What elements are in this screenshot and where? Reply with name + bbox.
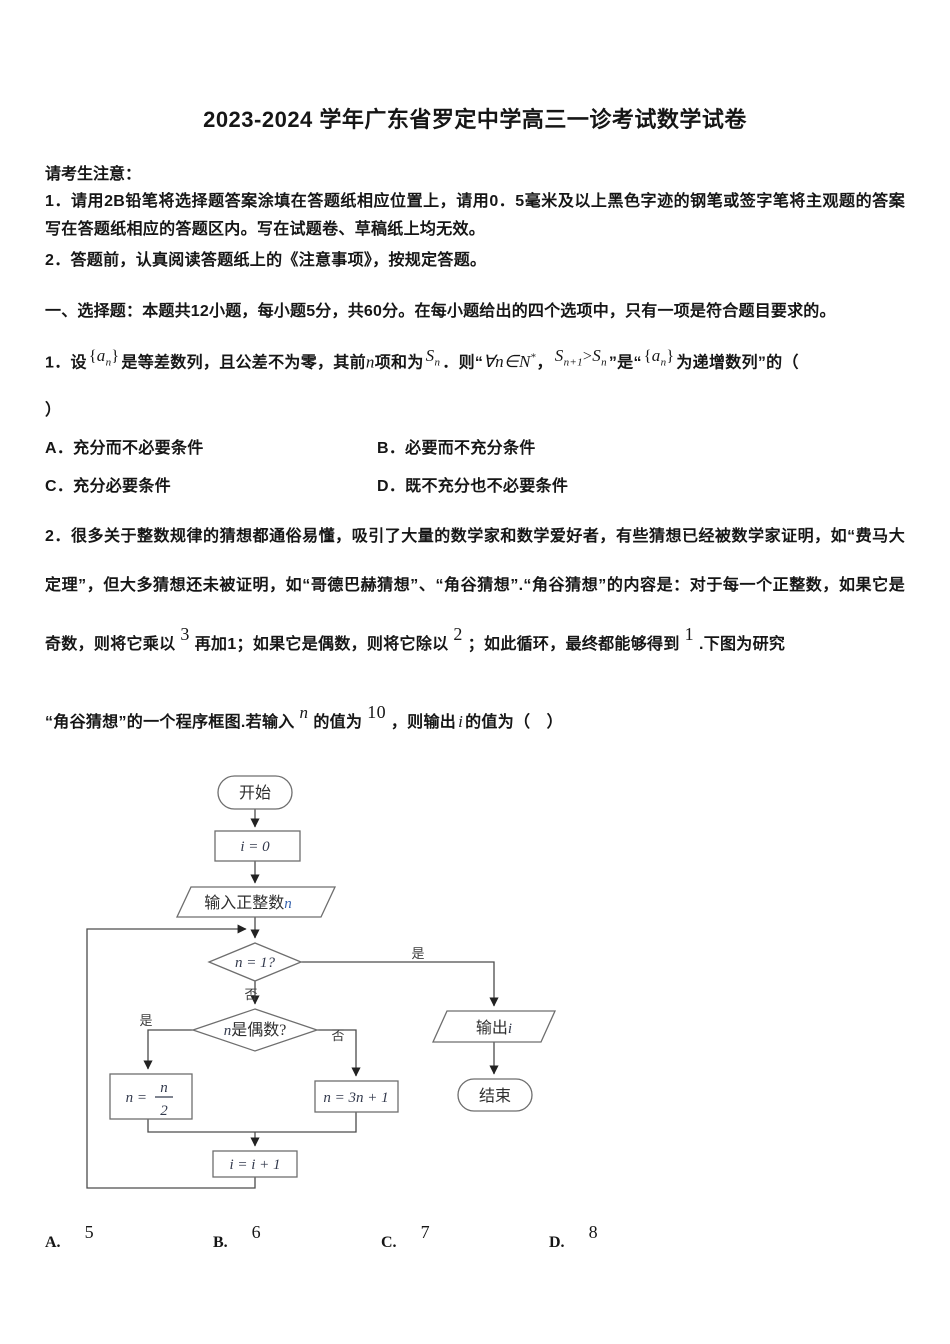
option-label: D. xyxy=(549,1233,565,1251)
q2-seg: 再加1；如果它是偶数，则将它除以 xyxy=(194,635,449,653)
flow-cond1-node xyxy=(207,941,303,982)
q2-option-b: B. 6 xyxy=(213,1222,381,1252)
math-sup-1: 1 xyxy=(684,623,694,644)
q1-options: A．充分而不必要条件 B．必要而不充分条件 C．充分必要条件 D．既不充分也不必… xyxy=(45,434,905,496)
flow-increment-label: i = i + 1 xyxy=(229,1157,280,1173)
q2-seg: “角谷猜想”的一个程序框图.若输入 xyxy=(45,713,295,731)
edge-cond2-no xyxy=(317,1028,361,1077)
flow-half-lhs: n = xyxy=(126,1090,147,1106)
q1-close-paren: ） xyxy=(45,401,62,419)
math-var-i: i xyxy=(458,711,464,731)
q1-seg: ， xyxy=(536,354,553,372)
flow-input-label: 输入正整数n xyxy=(204,894,292,912)
q1-option-d: D．既不充分也不必要条件 xyxy=(377,472,905,496)
flow-end-label: 结束 xyxy=(479,1087,511,1105)
q2-option-d: D. 8 xyxy=(549,1222,717,1252)
flow-cond1-no-label: 否 xyxy=(244,987,257,1002)
q1-option-c: C．充分必要条件 xyxy=(45,472,377,496)
flow-cond2-node xyxy=(190,1007,320,1052)
page-title: 2023-2024 学年广东省罗定中学高三一诊考试数学试卷 xyxy=(203,107,747,132)
q2-options: A. 5 B. 6 C. 7 D. 8 xyxy=(45,1222,905,1252)
flow-triple-node xyxy=(314,1079,399,1113)
exam-page: 2023-2024 学年广东省罗定中学高三一诊考试数学试卷 请考生注意： 1．请… xyxy=(45,107,905,1252)
notice-heading: 请考生注意： xyxy=(45,166,142,183)
flow-start-node xyxy=(217,774,293,810)
q1-seg: ”是“ xyxy=(608,354,642,372)
edge-merge xyxy=(147,1111,357,1133)
math-sup-3: 3 xyxy=(180,623,190,644)
flow-end-node xyxy=(457,1077,533,1112)
q2-seg: .下图为研究 xyxy=(698,635,786,653)
notice-item-1: 1．请用2B铅笔将选择题答案涂填在答题纸相应位置上，请用0．5毫米及以上黑色字迹… xyxy=(45,193,905,238)
q2-seg: ，则输出 xyxy=(390,713,457,731)
option-label: B． xyxy=(377,439,406,457)
math-forall: ∀n∈N* xyxy=(483,351,537,372)
q2-seg: 的值为 xyxy=(313,713,363,731)
edge-cond2-yes xyxy=(143,1028,193,1070)
option-text: 充分必要条件 xyxy=(73,477,171,495)
option-value: 6 xyxy=(251,1221,261,1242)
q2-number: 2． xyxy=(45,527,71,545)
flow-init-node xyxy=(214,829,301,862)
edge-loop-back xyxy=(86,923,256,1189)
option-text: 必要而不充分条件 xyxy=(405,439,536,457)
option-label: A. xyxy=(45,1233,61,1251)
option-label: C． xyxy=(45,477,74,495)
flow-cond2-no-label: 否 xyxy=(331,1028,344,1043)
q2-seg: 很多关于整数规律的猜想都通俗易懂，吸引了大量的数学家和数学爱好者，有些猜想已经被… xyxy=(45,527,905,653)
flow-cond2-label: n是偶数? xyxy=(224,1021,287,1039)
flow-triple-label: n = 3n + 1 xyxy=(323,1090,388,1106)
section-heading: 一、选择题：本题共12小题，每小题5分，共60分。在每小题给出的四个选项中，只有… xyxy=(45,302,836,320)
q2-option-a: A. 5 xyxy=(45,1222,213,1252)
flow-cond2-yes-label: 是 xyxy=(139,1013,152,1028)
option-label: A． xyxy=(45,439,74,457)
flow-output-node xyxy=(431,1009,557,1043)
flow-cond1-label: n = 1? xyxy=(235,955,276,971)
math-Sn1-gt-Sn: Sn+1>Sn xyxy=(554,346,607,369)
q1-seg: 为递增数列”的（ xyxy=(676,354,799,372)
math-sup-2: 2 xyxy=(453,623,463,644)
q1-seg: 设 xyxy=(70,354,87,372)
q1-seg: ．则“ xyxy=(442,354,484,372)
math-Sn: Sn xyxy=(425,346,441,369)
option-label: B. xyxy=(213,1233,228,1251)
q1-seg: 项和为 xyxy=(374,354,424,372)
flow-input-node xyxy=(175,885,337,918)
math-sup-10: 10 xyxy=(367,701,386,722)
flow-init-label: i = 0 xyxy=(240,839,270,855)
flow-half-node xyxy=(109,1072,193,1120)
option-text: 充分而不必要条件 xyxy=(73,439,204,457)
q2-seg: ；如此循环，最终都能够得到 xyxy=(467,635,680,653)
flow-half-numerator: n xyxy=(160,1080,168,1096)
flow-cond1-yes-label: 是 xyxy=(411,946,424,961)
q1-option-b: B．必要而不充分条件 xyxy=(377,434,905,458)
math-sequence-an: {an} xyxy=(88,346,120,369)
q1-number: 1． xyxy=(45,354,71,372)
edge-cond1-yes xyxy=(301,960,499,1007)
flow-increment-node xyxy=(212,1149,298,1178)
flow-start-label: 开始 xyxy=(239,784,271,802)
math-sup-n: n xyxy=(299,702,309,722)
flow-output-label: 输出i xyxy=(476,1019,512,1037)
option-label: D． xyxy=(377,477,406,495)
q2-seg: 的值为（ ） xyxy=(465,713,563,731)
collatz-flowchart: 开始 i = 0 输入正整数n n = 1? 是 否 n是偶数? 是 否 n =… xyxy=(86,774,557,1189)
option-value: 8 xyxy=(588,1221,598,1242)
notice-item-2: 2．答题前，认真阅读答题纸上的《注意事项》，按规定答题。 xyxy=(45,252,487,269)
q2-option-c: C. 7 xyxy=(381,1222,549,1252)
flow-half-denominator: 2 xyxy=(160,1103,168,1119)
option-value: 5 xyxy=(84,1221,94,1242)
option-label: C. xyxy=(381,1233,397,1251)
option-text: 既不充分也不必要条件 xyxy=(405,477,569,495)
q1-option-a: A．充分而不必要条件 xyxy=(45,434,377,458)
math-var-n: n xyxy=(365,352,375,372)
option-value: 7 xyxy=(420,1221,430,1242)
math-sequence-an: {an} xyxy=(643,346,675,369)
q1-seg: 是等差数列，且公差不为零，其前 xyxy=(121,354,366,372)
question-2-text: 2．很多关于整数规律的猜想都通俗易懂，吸引了大量的数学家和数学爱好者，有些猜想已… xyxy=(45,512,905,669)
